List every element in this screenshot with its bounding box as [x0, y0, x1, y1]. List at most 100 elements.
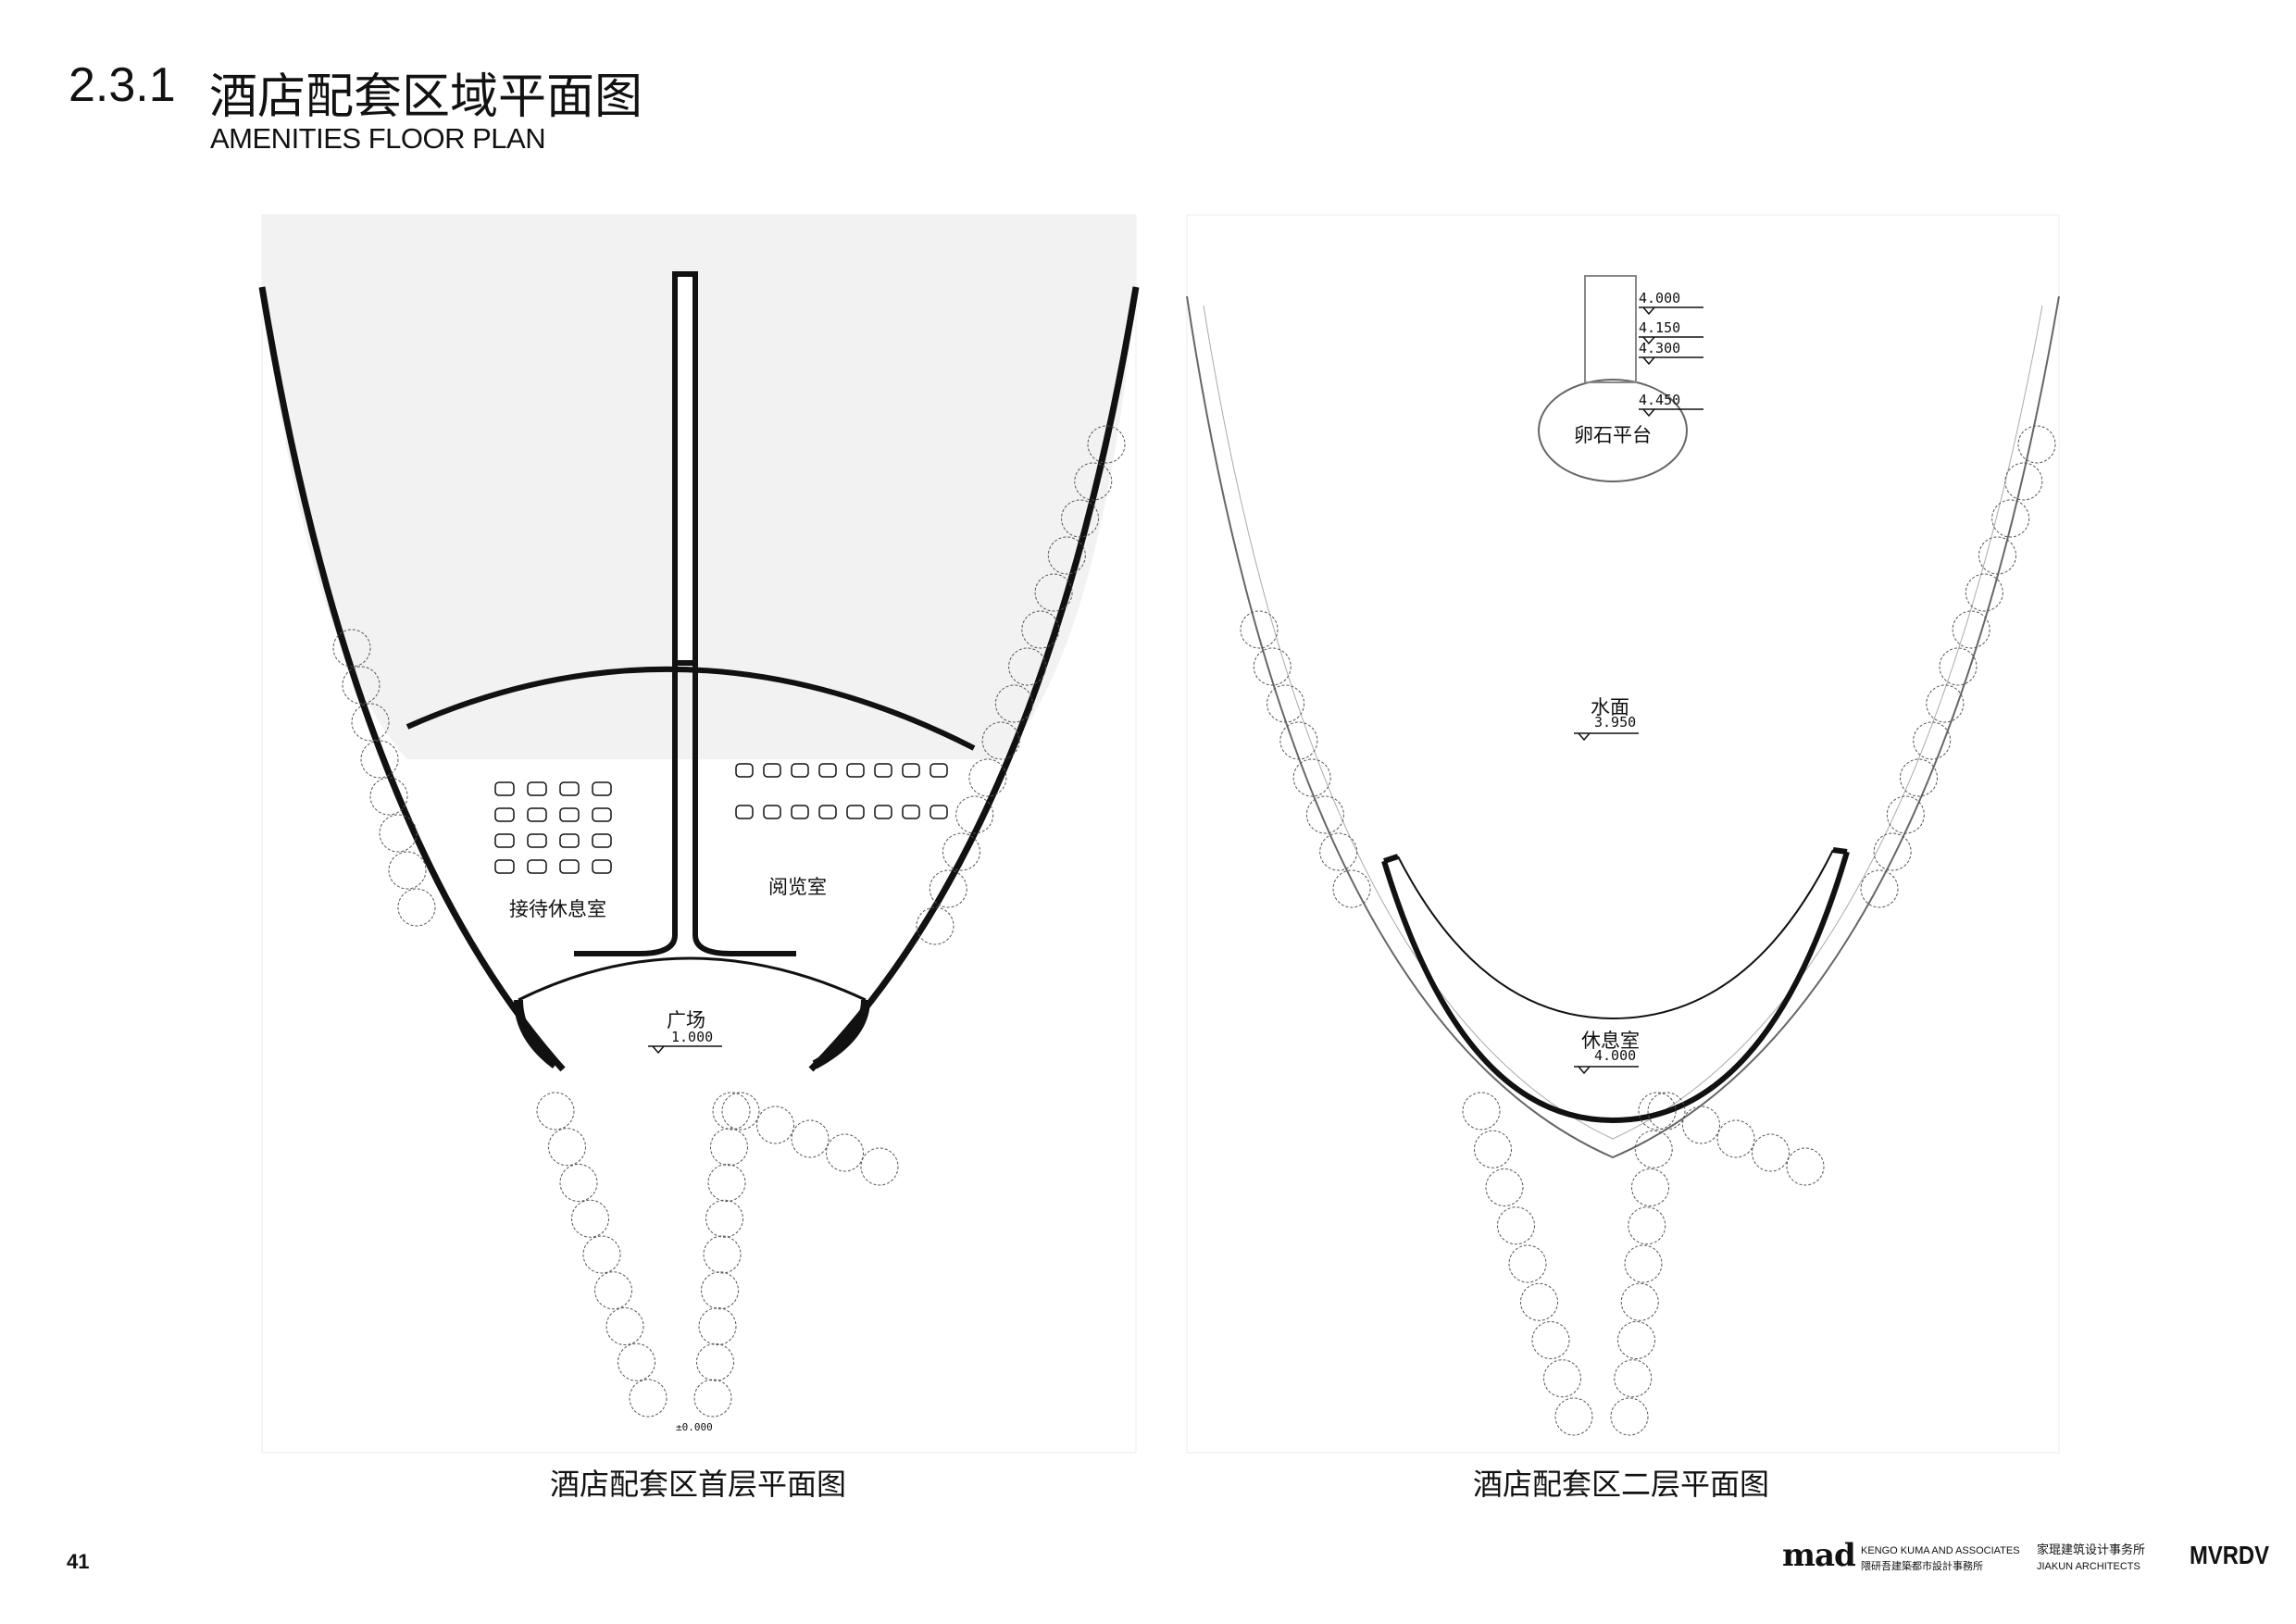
tree-icon: [1520, 1282, 1558, 1321]
lounge-outer-wall: [1381, 851, 1850, 1124]
tree-icon: [1021, 610, 1060, 649]
tree-icon: [1886, 795, 1925, 834]
furniture-group: [494, 763, 948, 874]
desk-icon: [818, 805, 837, 819]
tree-icon: [369, 777, 408, 816]
jiakun-logo-en: JIAKUN ARCHITECTS: [2037, 1561, 2140, 1572]
inner-boundary: [1203, 305, 2043, 1140]
table-icon: [527, 807, 547, 822]
room-label-pebble-platform: 卵石平台: [1574, 424, 1652, 446]
page-title: 酒店配套区域平面图: [209, 69, 643, 125]
tree-icon: [1554, 1397, 1593, 1436]
desk-icon: [763, 763, 781, 778]
second-floor-caption: 酒店配套区二层平面图: [1472, 1467, 1770, 1502]
tree-icon: [1628, 1206, 1666, 1245]
tree-icon: [1634, 1130, 1673, 1168]
tree-icon: [629, 1379, 668, 1418]
tree-icon: [1991, 499, 2030, 538]
table-icon: [559, 781, 580, 796]
desk-icon: [846, 763, 865, 778]
elevation-marker-icon: [1578, 1066, 1591, 1075]
right-outer-wall: [808, 286, 1140, 1072]
elevation-entry: ±0.000: [676, 1421, 713, 1433]
tree-icon: [2004, 462, 2043, 501]
tree-icon: [703, 1235, 742, 1274]
elevation-marker-icon: [1642, 408, 1655, 418]
tree-icon: [1965, 573, 2003, 612]
tree-icon: [1624, 1244, 1663, 1283]
tree-icon: [721, 1092, 760, 1131]
tree-icon: [594, 1271, 632, 1310]
tree-icon: [1786, 1147, 1825, 1186]
table-icon: [592, 859, 612, 874]
tree-icon: [1485, 1168, 1524, 1206]
desk-icon: [902, 805, 920, 819]
tree-icon: [1061, 499, 1100, 538]
desk-icon: [846, 805, 865, 819]
lounge-end-walls: [1383, 847, 1848, 864]
desk-icon: [791, 763, 809, 778]
tree-icon: [1034, 573, 1073, 612]
tree-icon: [707, 1164, 746, 1202]
tree-icon: [1752, 1133, 1790, 1172]
stair: [1584, 275, 1637, 383]
tree-icon: [1939, 647, 1978, 686]
tree-icon: [1631, 1168, 1669, 1206]
tree-icon: [791, 1119, 830, 1158]
tree-icon: [942, 832, 980, 871]
tree-icon: [379, 814, 418, 853]
elevation-plaza: 1.000: [671, 1029, 714, 1045]
plaza-left-wall: [514, 999, 559, 1068]
tree-icon: [1610, 1397, 1649, 1436]
tree-icon: [1292, 758, 1331, 797]
elevation-marker-icon: [1642, 306, 1655, 316]
tree-icon: [1497, 1206, 1535, 1245]
plan-frame: [1186, 214, 2060, 1454]
desk-icon: [930, 763, 948, 778]
tree-icon: [826, 1133, 864, 1172]
tree-icon: [1614, 1359, 1653, 1398]
tree-icon: [1253, 647, 1292, 686]
tree-icon: [929, 869, 967, 908]
tree-icon: [332, 629, 371, 668]
tree-icon: [1240, 610, 1279, 649]
elevation-markers: [1574, 306, 1703, 1075]
table-icon: [559, 807, 580, 822]
tree-icon: [1638, 1092, 1677, 1131]
kengo-kuma-logo-cn: 隈研吾建築都市設計事務所: [1861, 1561, 1983, 1572]
left-outer-wall: [258, 286, 566, 1072]
elevation-stair-2: 4.150: [1639, 319, 1681, 336]
tree-icon: [1332, 869, 1371, 908]
tree-icon: [536, 1092, 575, 1131]
ground-floor-plan: [258, 214, 1140, 1454]
desk-icon: [735, 763, 754, 778]
tree-icon: [1617, 1321, 1655, 1359]
tree-icon: [1267, 684, 1305, 723]
tree-icon: [1647, 1092, 1686, 1131]
table-icon: [494, 807, 515, 822]
tree-icon: [1087, 425, 1126, 464]
jiakun-logo-cn: 家琨建筑设计事务所: [2037, 1543, 2146, 1556]
desk-icon: [874, 805, 892, 819]
room-label-lounge: 休息室: [1581, 1030, 1640, 1052]
tree-icon: [1913, 721, 1952, 760]
tree-icon: [860, 1147, 899, 1186]
table-icon: [527, 859, 547, 874]
tree-icon: [1474, 1130, 1512, 1168]
tree-icon: [605, 1307, 644, 1345]
tree-icon: [559, 1164, 598, 1202]
water-area: [262, 215, 1136, 759]
elevation-stair-1: 4.000: [1639, 290, 1681, 306]
tree-icon: [342, 666, 381, 705]
tree-icon: [981, 721, 1020, 760]
second-floor-plan: [1186, 214, 2060, 1454]
elevation-marker-icon: [1642, 336, 1655, 345]
tree-icon: [693, 1379, 732, 1418]
tree-icon: [1531, 1321, 1570, 1359]
kengo-kuma-logo-en: KENGO KUMA AND ASSOCIATES: [1861, 1545, 2020, 1556]
room-label-reading-room: 阅览室: [768, 876, 827, 898]
elevation-platform: 4.450: [1639, 392, 1681, 408]
room-label-reception-lounge: 接待休息室: [509, 898, 606, 920]
tree-icon: [1047, 536, 1086, 575]
